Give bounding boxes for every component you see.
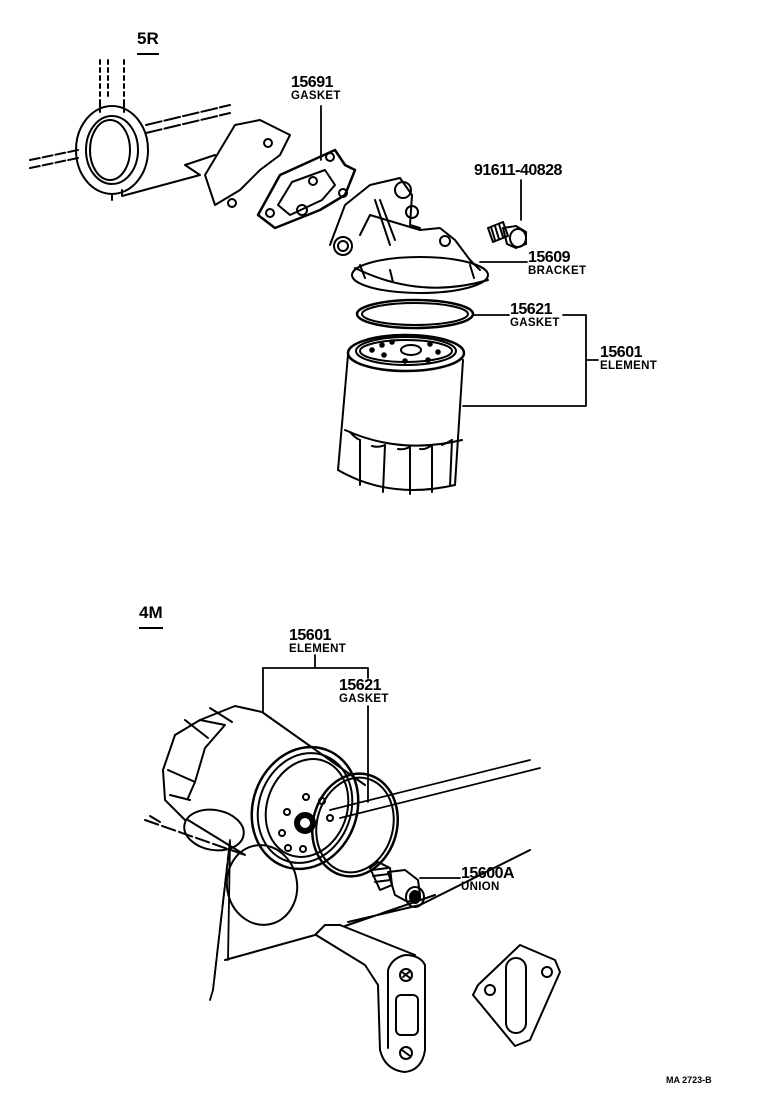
mounting-flange	[204, 119, 291, 208]
engine-block-outline	[29, 59, 231, 201]
part-name: ELEMENT	[600, 360, 658, 372]
mount-ring-shape	[144, 808, 299, 926]
part-name: ELEMENT	[289, 643, 347, 655]
element-15601-bottom-shape	[162, 705, 366, 871]
part-number: 15691	[291, 74, 333, 91]
gasket-15691-shape	[256, 148, 357, 230]
bracket-15609-shape	[329, 177, 489, 294]
part-number: 15601	[600, 344, 643, 361]
part-label-15600a: 15600A UNION	[461, 865, 515, 894]
part-name: GASKET	[510, 317, 560, 329]
union-15600A-shape	[369, 861, 425, 908]
part-label-15609: 15609 BRACKET	[528, 250, 586, 278]
part-name: BRACKET	[528, 265, 587, 277]
part-label-15691: 15691 GASKET	[291, 75, 341, 103]
section-title-4m: 4M	[139, 604, 163, 629]
part-label-15621-top: 15621 GASKET	[510, 302, 560, 330]
leader-lines-bottom	[209, 654, 541, 1001]
part-label-15601-top: 15601 ELEMENT	[600, 345, 657, 373]
part-label-15621-bottom: 15621 GASKET	[339, 678, 389, 706]
part-label-15601-bottom: 15601 ELEMENT	[289, 628, 346, 656]
part-name: GASKET	[291, 90, 341, 102]
part-name: UNION	[461, 881, 500, 893]
part-number: 91611-40828	[474, 162, 562, 179]
part-number: 15621	[510, 301, 552, 318]
part-number: 15609	[528, 249, 571, 266]
support-bracket-shape	[224, 849, 531, 1073]
part-name: GASKET	[339, 693, 389, 705]
part-number: 15601	[289, 627, 332, 644]
part-number: 15621	[339, 677, 381, 694]
part-label-91611-40828: 91611-40828	[474, 163, 562, 179]
bolt-91611-shape	[487, 221, 527, 249]
leader-lines-top	[320, 105, 599, 407]
section-title-5r: 5R	[137, 30, 159, 55]
drawing-code: MA 2723-B	[666, 1075, 712, 1085]
element-15601-top-shape	[337, 333, 466, 495]
gasket-15621-top-shape	[355, 298, 475, 330]
small-gasket-plate-shape	[472, 944, 561, 1047]
part-number: 15600A	[461, 865, 515, 882]
